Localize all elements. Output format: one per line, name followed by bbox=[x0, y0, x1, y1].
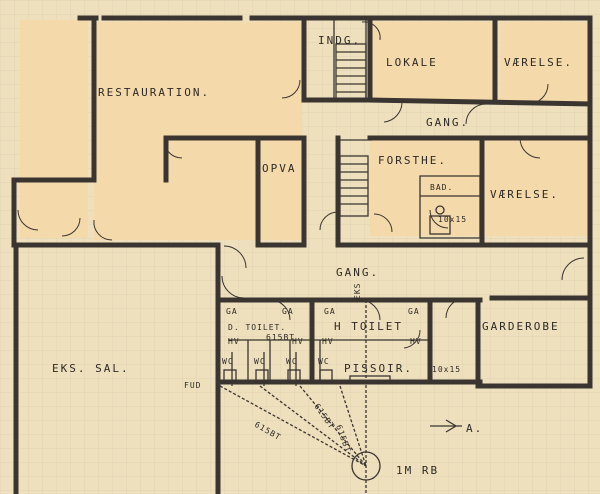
label-opva: OPVA bbox=[262, 162, 297, 175]
anno-wc-2: WC bbox=[254, 357, 266, 366]
anno-hv-3: HV bbox=[322, 337, 334, 346]
stairs-top bbox=[335, 43, 367, 101]
anno-dim-toilet: 615BT bbox=[266, 333, 295, 342]
arrow-a bbox=[430, 419, 462, 433]
label-forsthe: FORSTHE. bbox=[378, 154, 447, 167]
anno-wc-1: WC bbox=[222, 357, 234, 366]
label-lokale: LOKALE bbox=[386, 56, 438, 69]
label-indg: INDG. bbox=[318, 34, 361, 47]
label-bad: BAD. bbox=[430, 183, 453, 192]
anno-ga-2: GA bbox=[282, 307, 294, 316]
anno-fud: FUD bbox=[184, 381, 201, 390]
anno-dim-bad: 10x15 bbox=[438, 215, 467, 224]
anno-hv-4: HV bbox=[410, 337, 422, 346]
fixtures bbox=[223, 205, 451, 383]
door-swings bbox=[17, 21, 585, 349]
stairs-middle bbox=[339, 155, 369, 217]
label-mrb: 1M RB bbox=[396, 464, 439, 477]
room-fills bbox=[20, 20, 588, 240]
walls bbox=[11, 15, 593, 494]
anno-ga-4: GA bbox=[408, 307, 420, 316]
label-h-toilet: H TOILET bbox=[334, 320, 403, 333]
anno-eks: EKS bbox=[353, 283, 362, 300]
room-labels: INDG. LOKALE VÆRELSE. RESTAURATION. GANG… bbox=[52, 34, 573, 477]
anno-ga-1: GA bbox=[226, 307, 238, 316]
anno-dim-pissoir: 10x15 bbox=[432, 365, 461, 374]
anno-hv-2: HV bbox=[292, 337, 304, 346]
anno-ga-3: GA bbox=[324, 307, 336, 316]
label-d-toilet: D. TOILET. bbox=[228, 323, 286, 332]
label-garderobe: GARDEROBE bbox=[482, 320, 560, 333]
anno-hv-1: HV bbox=[228, 337, 240, 346]
anno-wc-4: WC bbox=[318, 357, 330, 366]
anno-wc-3: WC bbox=[286, 357, 298, 366]
label-pissoir: PISSOIR. bbox=[344, 362, 413, 375]
label-gang-top: GANG. bbox=[426, 116, 469, 129]
partitions bbox=[228, 20, 481, 386]
drain-lines bbox=[219, 300, 367, 494]
label-gang-mid: GANG. bbox=[336, 266, 379, 279]
anno-arrow-a: A. bbox=[466, 422, 483, 435]
label-eks-sal: EKS. SAL. bbox=[52, 362, 130, 375]
label-restauration: RESTAURATION. bbox=[98, 86, 210, 99]
label-vaerelse-mid: VÆRELSE. bbox=[490, 188, 559, 201]
label-vaerelse-top: VÆRELSE. bbox=[504, 56, 573, 69]
manhole-circle bbox=[351, 451, 381, 481]
